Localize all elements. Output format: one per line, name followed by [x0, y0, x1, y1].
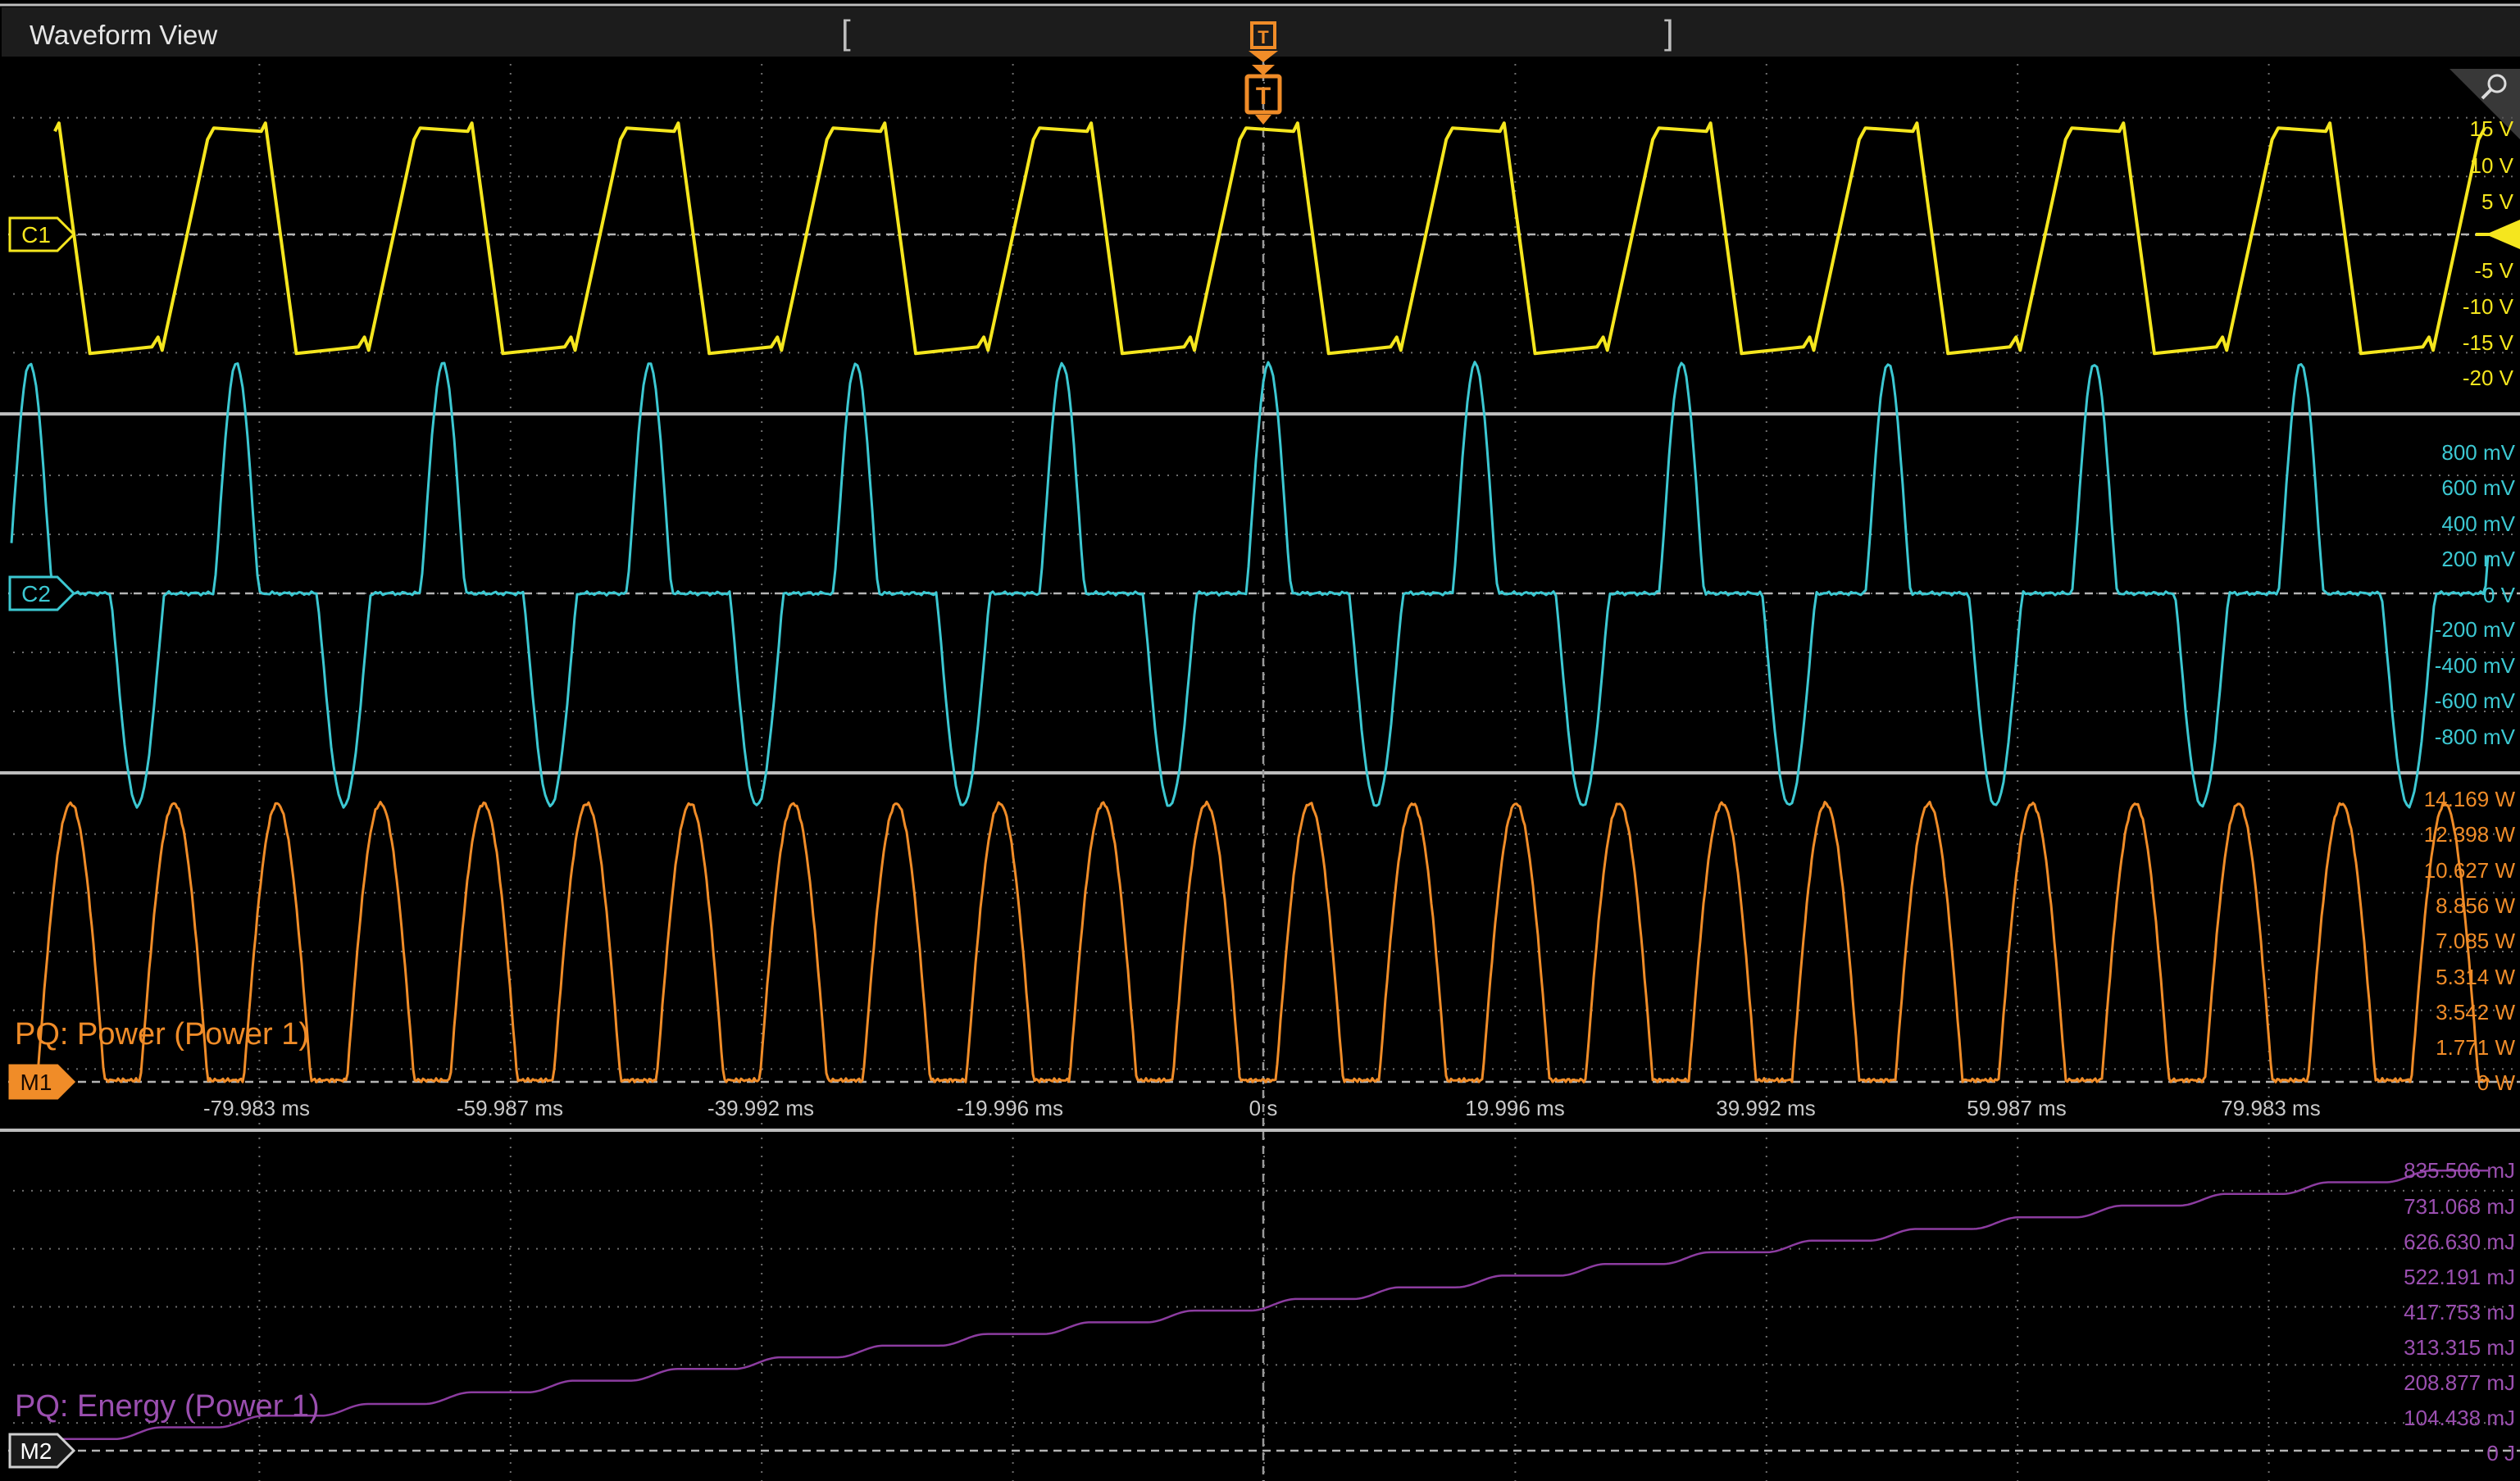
- trigger-marker-top[interactable]: T: [1249, 21, 1278, 62]
- c1-scale-label: -10 V: [2463, 294, 2514, 319]
- c2-scale-label: 400 mV: [2441, 511, 2515, 536]
- m2-scale-label: 731.068 mJ: [2404, 1194, 2515, 1219]
- m1-channel-badge[interactable]: M1: [8, 1064, 76, 1100]
- m1-scale-label: 3.542 W: [2436, 1000, 2515, 1024]
- m1-scale-label: 12.398 W: [2424, 822, 2516, 847]
- m1-scale-label: 0 W: [2477, 1070, 2516, 1095]
- m2-scale-label: 104.438 mJ: [2404, 1406, 2515, 1430]
- c1-graticule: [13, 64, 2513, 408]
- m1-scale-label: 10.627 W: [2424, 858, 2516, 883]
- c1-trace: [53, 121, 2486, 356]
- c2-scale-label: -200 mV: [2435, 617, 2516, 642]
- m2-graticule: [0, 1129, 2520, 1481]
- c1-channel-badge[interactable]: C1: [8, 216, 76, 252]
- magnifier-icon[interactable]: [2449, 69, 2520, 139]
- c2-trace: [10, 361, 2490, 809]
- time-axis-label: -39.992 ms: [707, 1096, 814, 1120]
- time-axis-label: 59.987 ms: [1967, 1096, 2066, 1120]
- m1-scale-label: 1.771 W: [2436, 1035, 2515, 1060]
- c2-scale-label: -800 mV: [2435, 725, 2516, 749]
- m2-channel-badge[interactable]: M2: [8, 1433, 76, 1469]
- m2-scale-label: 835.506 mJ: [2404, 1158, 2515, 1183]
- record-view-right-bracket[interactable]: ]: [1664, 13, 1674, 52]
- c1-scale-label: 5 V: [2481, 189, 2514, 214]
- c2-channel-badge[interactable]: C2: [8, 575, 76, 611]
- time-axis-label: -59.987 ms: [457, 1096, 563, 1120]
- m2-scale-label: 522.191 mJ: [2404, 1265, 2515, 1289]
- m2-scale-label: 0 J: [2486, 1441, 2515, 1465]
- m1-graticule: [0, 771, 2520, 1124]
- m2-scale-label: 626.630 mJ: [2404, 1229, 2515, 1254]
- record-view-left-bracket[interactable]: [: [841, 13, 851, 52]
- time-axis-label: 0 s: [1249, 1096, 1278, 1120]
- m1-scale-label: 14.169 W: [2424, 787, 2516, 811]
- m1-scale-label: 7.085 W: [2436, 929, 2515, 953]
- c1-scale-label: -20 V: [2463, 366, 2514, 390]
- c2-scale-label: 0 V: [2483, 583, 2516, 607]
- c2-scale-label: 200 mV: [2441, 547, 2515, 571]
- time-axis-label: 39.992 ms: [1716, 1096, 1815, 1120]
- m2-scale-label: 208.877 mJ: [2404, 1370, 2515, 1395]
- m1-panel-title: PQ: Power (Power 1): [15, 1017, 309, 1052]
- m2-scale-label: 313.315 mJ: [2404, 1335, 2515, 1360]
- time-axis-label: -19.996 ms: [957, 1096, 1063, 1120]
- m2-trace: [11, 1170, 2488, 1452]
- c1-scale-label: 10 V: [2470, 153, 2514, 178]
- time-axis-label: 19.996 ms: [1465, 1096, 1564, 1120]
- time-axis-label: 79.983 ms: [2221, 1096, 2320, 1120]
- c2-scale-label: 600 mV: [2441, 475, 2515, 500]
- m2-scale-label: 417.753 mJ: [2404, 1300, 2515, 1324]
- c2-scale-label: -600 mV: [2435, 688, 2516, 713]
- time-axis-label: -79.983 ms: [203, 1096, 310, 1120]
- c1-scale-label: 15 V: [2470, 116, 2514, 141]
- c2-scale-label: 800 mV: [2441, 440, 2515, 465]
- m1-trace: [10, 800, 2490, 1083]
- m1-scale-label: 5.314 W: [2436, 965, 2515, 989]
- c2-scale-label: -400 mV: [2435, 653, 2516, 678]
- trigger-position-marker[interactable]: T: [1244, 65, 1282, 125]
- c1-scale-label: -5 V: [2474, 258, 2513, 283]
- m2-panel-title: PQ: Energy (Power 1): [15, 1389, 320, 1424]
- c1-trigger-level-arrow[interactable]: [2476, 220, 2520, 249]
- window-title: Waveform View: [30, 20, 217, 50]
- c1-scale-label: -15 V: [2463, 330, 2514, 355]
- m1-scale-label: 8.856 W: [2436, 893, 2515, 918]
